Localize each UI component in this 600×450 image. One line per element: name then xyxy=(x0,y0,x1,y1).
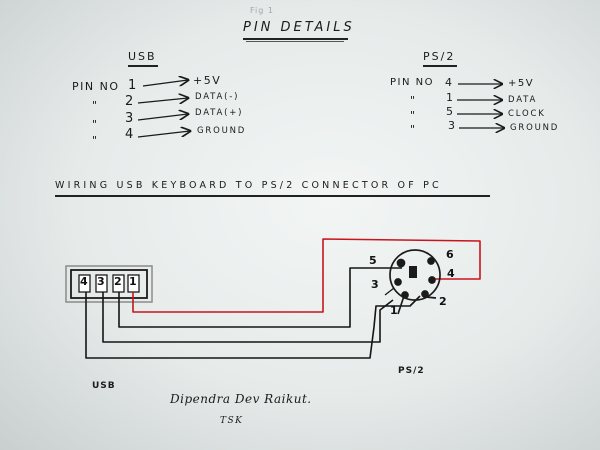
faint-note: Fig 1 xyxy=(250,6,274,15)
usb-row-4-signal: GROUND xyxy=(197,126,247,136)
ps2-header: PS/2 xyxy=(423,50,456,63)
usb-row-3-signal: DATA(+) xyxy=(195,108,244,118)
ps2-pin-3-dot xyxy=(394,278,402,286)
title-underline-2 xyxy=(246,41,344,42)
usb-arrows xyxy=(137,80,190,138)
ps2-row-3-signal: CLOCK xyxy=(508,109,546,119)
usb-pin-3-box xyxy=(95,274,108,293)
usb-pin-label-3: 3 xyxy=(97,275,105,288)
ps2-row-4-signal: GROUND xyxy=(510,123,560,133)
ps2-pin-4-dot xyxy=(428,276,436,284)
ps2-pin-6-dot xyxy=(427,257,435,265)
page-title: PIN DETAILS xyxy=(243,20,355,35)
usb-row-4-prefix: " xyxy=(92,134,99,147)
ps2-diagram-label: PS/2 xyxy=(398,366,425,376)
usb-arrow-4 xyxy=(137,131,190,138)
ps2-row-1-pin: 4 xyxy=(445,76,454,89)
usb-row-3-prefix: " xyxy=(92,118,99,131)
usb-row-2-pin: 2 xyxy=(125,94,135,109)
usb-header-underline xyxy=(128,65,158,67)
ps2-row-4-pin: 3 xyxy=(448,119,457,132)
usb-arrow-1 xyxy=(142,80,188,87)
usb-row-3-pin: 3 xyxy=(125,111,135,126)
usb-row-1-prefix: PIN NO xyxy=(72,80,120,93)
wiring-title-underline xyxy=(55,195,490,197)
ps2-pin-label-3: 3 xyxy=(371,278,379,291)
title-underline xyxy=(243,38,348,40)
usb-row-2-prefix: " xyxy=(92,99,99,112)
ps2-row-3-prefix: " xyxy=(410,109,417,122)
ps2-row-1-prefix: PIN NO xyxy=(390,77,434,88)
usb-arrow-2 xyxy=(137,98,188,103)
usb-row-2-signal: DATA(-) xyxy=(195,92,240,102)
ps2-row-2-signal: DATA xyxy=(508,95,538,105)
ps2-pin-label-5: 5 xyxy=(369,254,377,267)
ps2-row-2-pin: 1 xyxy=(446,91,455,104)
signature: Dipendra Dev Raikut. xyxy=(170,392,312,406)
ps2-header-underline xyxy=(423,65,457,67)
ps2-pin-label-4: 4 xyxy=(447,267,455,280)
wire-ground xyxy=(85,292,421,359)
signature-sub: TSK xyxy=(220,416,244,426)
ps2-pin-2-dot xyxy=(421,290,429,298)
usb-header: USB xyxy=(128,50,157,63)
ps2-row-1-signal: +5V xyxy=(508,78,535,89)
ps2-pin-label-2: 2 xyxy=(439,295,447,308)
usb-row-1-pin: 1 xyxy=(128,78,138,93)
usb-pin-label-4: 4 xyxy=(80,275,88,288)
wires xyxy=(85,238,481,359)
ps2-arrows xyxy=(457,84,504,128)
usb-row-4-pin: 4 xyxy=(125,127,135,142)
usb-pin-label-1: 1 xyxy=(129,275,137,288)
wire-data-minus xyxy=(118,267,402,328)
ps2-pin-5-dot xyxy=(396,258,406,268)
wiring-title: WIRING USB KEYBOARD TO PS/2 CONNECTOR OF… xyxy=(55,180,442,191)
usb-arrow-3 xyxy=(137,114,188,121)
ps2-row-2-prefix: " xyxy=(410,94,417,107)
ps2-connector xyxy=(384,249,441,315)
ps2-row-4-prefix: " xyxy=(410,123,417,136)
ps2-pin-label-6: 6 xyxy=(446,248,454,261)
usb-connector xyxy=(65,265,153,303)
ps2-pin-label-1: 1 xyxy=(390,304,398,317)
usb-diagram-label: USB xyxy=(92,381,116,391)
usb-pin-label-2: 2 xyxy=(114,275,122,288)
usb-pin-4-box xyxy=(78,274,91,293)
wire-power xyxy=(132,238,481,313)
ps2-row-3-pin: 5 xyxy=(446,105,455,118)
usb-row-1-signal: +5V xyxy=(193,74,222,87)
